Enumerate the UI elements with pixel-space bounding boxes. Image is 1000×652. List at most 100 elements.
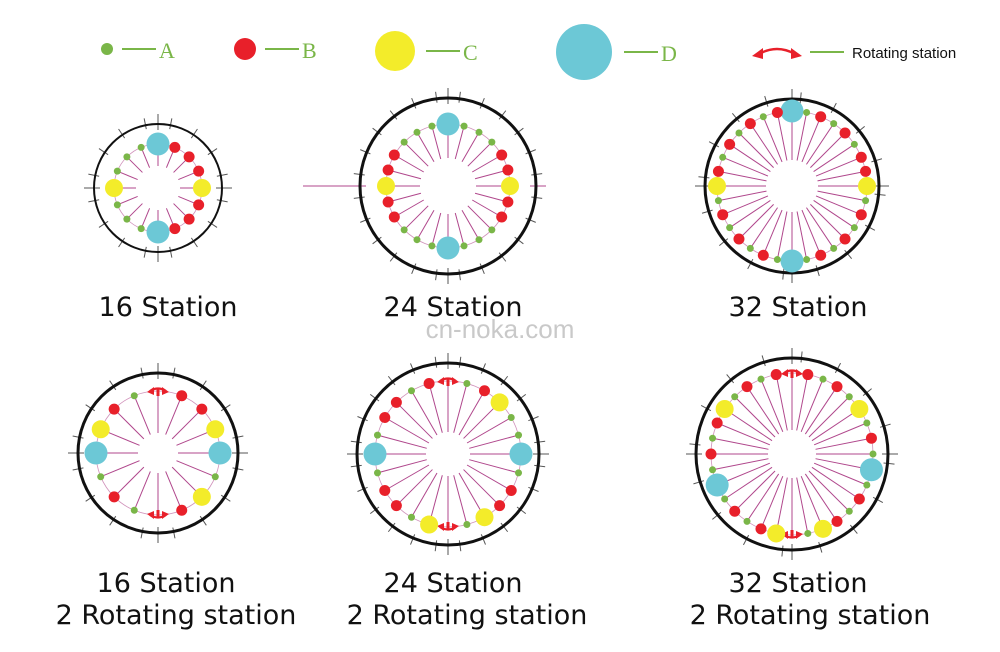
spoke bbox=[466, 464, 510, 490]
station-a bbox=[507, 414, 515, 421]
rotating-station-icon bbox=[147, 510, 169, 519]
spoke bbox=[810, 204, 844, 238]
station-b bbox=[169, 223, 181, 235]
spoke bbox=[417, 209, 435, 239]
station-b bbox=[390, 500, 402, 512]
station-b bbox=[379, 485, 391, 496]
ring-tick bbox=[525, 217, 536, 223]
spoke bbox=[134, 471, 151, 509]
spoke bbox=[747, 388, 780, 435]
station-b bbox=[183, 213, 195, 225]
spoke bbox=[467, 205, 491, 229]
ring-tick bbox=[207, 148, 218, 156]
station-b bbox=[860, 165, 872, 177]
station-a bbox=[137, 143, 145, 151]
rotating-stem bbox=[446, 522, 450, 530]
spoke bbox=[815, 157, 860, 177]
spoke bbox=[102, 460, 140, 477]
ring-tick bbox=[410, 363, 416, 374]
station-b bbox=[390, 396, 402, 408]
ring-tick bbox=[98, 220, 109, 228]
station-a bbox=[719, 153, 727, 161]
rotating-arrow-icon bbox=[758, 47, 796, 56]
spoke bbox=[763, 209, 783, 254]
station-c bbox=[501, 177, 519, 195]
station-a bbox=[803, 108, 811, 116]
station-a bbox=[413, 236, 421, 244]
station-b bbox=[865, 432, 877, 444]
ring-tick bbox=[698, 176, 710, 179]
ring-tick bbox=[85, 494, 96, 502]
spoke bbox=[469, 459, 517, 473]
station-d bbox=[363, 442, 387, 466]
spoke bbox=[740, 204, 774, 238]
ring-tick bbox=[190, 128, 198, 139]
station-a bbox=[428, 242, 436, 250]
station-a bbox=[413, 128, 421, 136]
legend-label-rotating: Rotating station bbox=[852, 45, 956, 62]
ring-tick bbox=[849, 524, 858, 534]
station-b bbox=[505, 485, 517, 496]
rotating-station-icon bbox=[781, 530, 803, 539]
station-b bbox=[193, 165, 205, 177]
rotating-stem bbox=[156, 510, 160, 518]
station-a bbox=[515, 469, 523, 477]
ring-tick bbox=[879, 423, 891, 428]
spoke bbox=[171, 410, 201, 440]
ring-tick bbox=[169, 118, 173, 130]
spoke bbox=[395, 155, 425, 173]
station-c bbox=[490, 393, 509, 412]
station-a bbox=[830, 120, 838, 128]
station-a bbox=[428, 122, 436, 130]
ring-tick bbox=[874, 193, 886, 196]
station-d bbox=[780, 99, 804, 123]
legend-swatch-b bbox=[234, 38, 256, 60]
ring-tick bbox=[799, 92, 802, 104]
ring-tick bbox=[479, 98, 485, 109]
spoke bbox=[751, 125, 778, 165]
spoke bbox=[740, 134, 774, 168]
ring-tick bbox=[480, 534, 486, 545]
spoke bbox=[389, 192, 422, 203]
station-c bbox=[193, 179, 211, 197]
rotating-head bbox=[796, 531, 803, 539]
station-a bbox=[373, 431, 381, 439]
outer-ring bbox=[703, 97, 881, 275]
station-b bbox=[382, 164, 394, 176]
station-b bbox=[176, 504, 188, 516]
station-b bbox=[757, 249, 769, 261]
ring-tick bbox=[357, 416, 368, 422]
station-d bbox=[436, 112, 460, 136]
spoke bbox=[176, 460, 214, 477]
spoke bbox=[458, 392, 484, 436]
station-a bbox=[850, 140, 858, 148]
station-a bbox=[408, 513, 415, 521]
spoke bbox=[165, 471, 182, 509]
rotating-station-icon bbox=[437, 377, 459, 386]
station-a bbox=[850, 224, 858, 232]
outer-ring bbox=[355, 361, 541, 547]
ring-tick bbox=[864, 224, 876, 231]
station-d bbox=[705, 473, 729, 497]
spoke bbox=[726, 466, 773, 499]
spoke bbox=[801, 209, 821, 254]
spoke bbox=[467, 143, 491, 167]
station-b bbox=[712, 165, 724, 177]
station-b bbox=[108, 491, 120, 503]
rotating-head bbox=[162, 511, 169, 519]
spoke bbox=[747, 473, 780, 520]
station-b bbox=[388, 149, 400, 161]
legend-item-c: C bbox=[375, 31, 478, 71]
spoke bbox=[806, 207, 833, 247]
station-b bbox=[705, 448, 717, 460]
ring-tick bbox=[216, 173, 228, 177]
legend-swatch-c bbox=[375, 31, 415, 71]
ring-tick bbox=[726, 374, 735, 384]
station-b bbox=[815, 111, 827, 123]
ring-tick bbox=[357, 486, 368, 492]
station-b bbox=[423, 377, 435, 389]
rotating-arrow-left-head-icon bbox=[752, 48, 763, 59]
station-a bbox=[515, 431, 523, 439]
legend-label-a: A bbox=[159, 38, 175, 63]
legend-item-d: D bbox=[556, 24, 677, 80]
